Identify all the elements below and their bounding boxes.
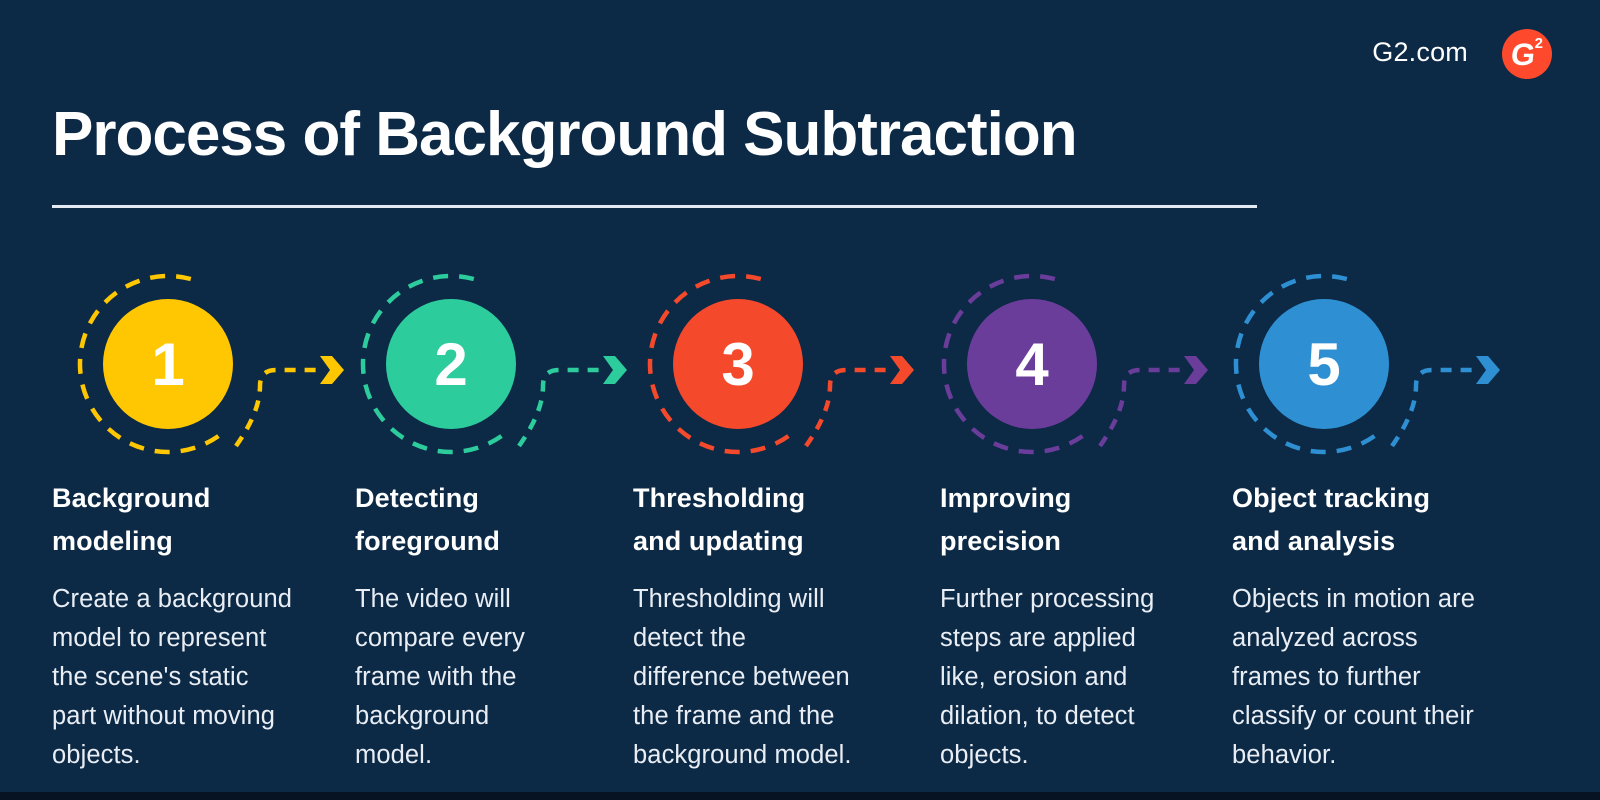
- step-4-arrow-line: [1098, 367, 1180, 448]
- step-4-description: Further processing steps are applied lik…: [940, 585, 1155, 769]
- step-4-circle: [967, 299, 1097, 429]
- step-3-description: Thresholding will detect the difference …: [633, 585, 852, 769]
- step-5-description: Objects in motion are analyzed across fr…: [1232, 585, 1476, 769]
- step-4-text-column: Improving precision Further processing s…: [940, 477, 1210, 775]
- step-2-dashed-arc: [360, 273, 507, 455]
- g2-logo-letter: G: [1509, 37, 1538, 72]
- step-5-number: 5: [1307, 331, 1340, 398]
- step-1-arrow-head-icon: [320, 356, 344, 384]
- step-1-dashed-arc: [77, 273, 224, 455]
- step-1-number: 1: [151, 331, 184, 398]
- g2-logo-icon: G 2: [1502, 29, 1552, 79]
- step-5-circle: [1259, 299, 1389, 429]
- step-2-circle: [386, 299, 516, 429]
- step-1-arrow-line: [234, 367, 316, 448]
- step-5-graphic: 5: [1233, 273, 1500, 455]
- step-1-graphic: 1: [77, 273, 344, 455]
- step-4-graphic: 4: [941, 273, 1208, 455]
- g2-logo-superscript: 2: [1534, 35, 1543, 52]
- site-label: G2.com: [1372, 37, 1468, 67]
- step-5-arrow-head-icon: [1476, 356, 1500, 384]
- step-1-description: Create a background model to represent t…: [52, 585, 293, 769]
- step-3-number: 3: [721, 331, 754, 398]
- step-1-text-column: Background modeling Create a background …: [52, 477, 330, 775]
- title-underline: [52, 205, 1257, 208]
- step-3-graphic: 3: [647, 273, 914, 455]
- bottom-edge-strip: [0, 792, 1600, 800]
- step-5-arrow-line: [1390, 367, 1472, 448]
- step-2-arrow-head-icon: [603, 356, 627, 384]
- step-2-heading: Detecting foreground: [355, 483, 500, 556]
- step-2-description: The video will compare every frame with …: [355, 585, 525, 769]
- step-3-arrow-head-icon: [890, 356, 914, 384]
- step-4-heading: Improving precision: [940, 483, 1072, 556]
- step-2-graphic: 2: [360, 273, 627, 455]
- step-3-text-column: Thresholding and updating Thresholding w…: [633, 477, 923, 775]
- step-4-dashed-arc: [941, 273, 1088, 455]
- step-3-dashed-arc: [647, 273, 794, 455]
- step-3-circle: [673, 299, 803, 429]
- step-2-text-column: Detecting foreground The video will comp…: [355, 477, 610, 775]
- step-5-text-column: Object tracking and analysis Objects in …: [1232, 477, 1532, 775]
- step-1-circle: [103, 299, 233, 429]
- step-5-dashed-arc: [1233, 273, 1380, 455]
- step-3-heading: Thresholding and updating: [633, 483, 806, 556]
- step-4-number: 4: [1015, 331, 1049, 398]
- step-3-arrow-line: [804, 367, 886, 448]
- step-4-arrow-head-icon: [1184, 356, 1208, 384]
- step-1-heading: Background modeling: [52, 483, 211, 556]
- step-2-number: 2: [434, 331, 467, 398]
- step-2-arrow-line: [517, 367, 599, 448]
- page-title: Process of Background Subtraction: [52, 100, 1078, 169]
- step-5-heading: Object tracking and analysis: [1232, 483, 1431, 556]
